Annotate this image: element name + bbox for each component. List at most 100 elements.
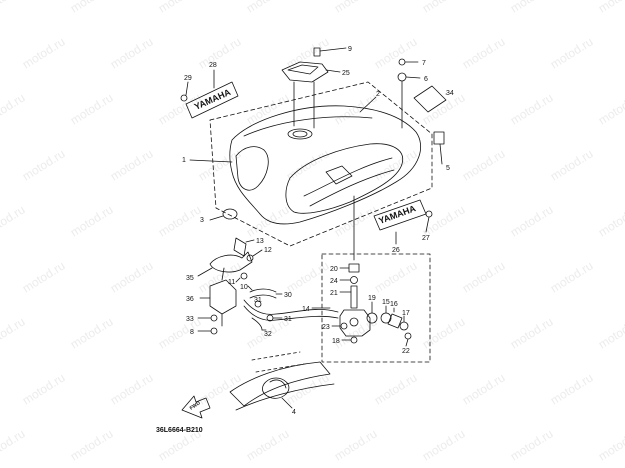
leader-25	[325, 69, 341, 73]
fuel-hose-30	[249, 288, 277, 293]
fwd-arrow	[181, 395, 211, 419]
callout-2: 2	[376, 91, 380, 98]
emblem-left	[185, 81, 239, 119]
screw-27	[425, 210, 433, 218]
filler-neck-inner	[292, 130, 308, 138]
tank-stripe-1	[303, 157, 393, 197]
screw-22	[404, 332, 412, 340]
leader-27	[425, 216, 430, 233]
leader-10	[247, 285, 253, 291]
callout-17: 17	[402, 310, 410, 317]
fuel-cap	[281, 61, 329, 83]
lever-16	[387, 313, 403, 329]
cushion-5	[433, 131, 445, 145]
callout-10: 10	[240, 284, 248, 291]
fuel-hose-main	[243, 299, 339, 315]
callout-19: 19	[368, 295, 376, 302]
bracket-13	[233, 237, 247, 257]
screw-8	[210, 327, 218, 335]
fuel-hose-30-b	[249, 294, 277, 299]
oring-18	[350, 336, 358, 344]
lever-seal-15	[380, 312, 392, 324]
fuel-tank	[229, 105, 421, 225]
callout-20: 20	[330, 266, 338, 273]
filter-inlet	[221, 267, 225, 281]
leader-11	[235, 277, 241, 283]
leader-4	[281, 397, 293, 409]
leader-1	[189, 159, 233, 163]
screw-9	[313, 47, 321, 57]
callout-18: 18	[332, 338, 340, 345]
petcock-body	[339, 309, 371, 337]
strap-4	[262, 377, 290, 399]
callout-34: 34	[446, 90, 454, 97]
leader-6	[405, 76, 421, 79]
emblem-right-text: YAMAHA	[377, 203, 417, 226]
callout-31b: 31	[284, 316, 292, 323]
oring-23	[340, 322, 348, 330]
tank-stripe-2	[309, 169, 395, 207]
leader-3	[209, 215, 224, 221]
tank-knee-pad	[235, 146, 269, 191]
callout-32: 32	[264, 331, 272, 338]
screw-29	[180, 94, 188, 102]
leader-22	[405, 338, 409, 347]
fuel-hose-main-b	[243, 305, 339, 321]
fwd-arrow-label: FWD	[189, 400, 202, 412]
callout-27: 27	[422, 235, 430, 242]
clip-31a	[254, 300, 262, 308]
callout-16: 16	[390, 301, 398, 308]
callout-36: 36	[186, 296, 194, 303]
leader-5	[439, 143, 443, 165]
callout-23: 23	[322, 324, 330, 331]
callout-9: 9	[348, 46, 352, 53]
callout-29: 29	[184, 75, 192, 82]
callout-35: 35	[186, 275, 194, 282]
callout-1: 1	[182, 157, 186, 164]
callout-7: 7	[422, 60, 426, 67]
callout-11: 11	[228, 279, 235, 286]
leader-29	[185, 81, 189, 96]
callout-33: 33	[186, 316, 194, 323]
leader-9	[319, 47, 347, 52]
callout-25: 25	[342, 70, 350, 77]
grommet-3	[222, 208, 238, 220]
callout-15: 15	[382, 299, 390, 306]
tank-side-panel	[285, 143, 404, 214]
diagram-code: 36L6664-B210	[156, 427, 203, 434]
callout-31a: 31	[254, 297, 262, 304]
frame-tube	[229, 361, 331, 407]
gasket-19	[366, 312, 378, 324]
fuel-cap-lid	[287, 64, 319, 75]
clamp-11	[240, 272, 248, 280]
leader-2	[359, 96, 377, 113]
grommet-6	[397, 72, 407, 82]
callout-14: 14	[302, 306, 310, 313]
callout-5: 5	[446, 165, 450, 172]
tank-top-line	[243, 116, 373, 137]
callout-24: 24	[330, 278, 338, 285]
callout-12: 12	[264, 247, 272, 254]
petcock-20-cap	[348, 263, 360, 273]
petcock-bore	[349, 317, 359, 327]
strap-4-b	[269, 379, 287, 389]
frame-tube-lower	[235, 383, 335, 411]
tank-assembly-outline	[209, 81, 433, 247]
frame-dashed-lines	[251, 351, 305, 373]
callout-8: 8	[190, 329, 194, 336]
plate-17	[399, 321, 409, 331]
callout-26: 26	[392, 247, 400, 254]
callout-13: 13	[256, 238, 264, 245]
tank-stripe-3	[325, 165, 353, 185]
petcock-assembly-outline	[321, 253, 431, 363]
leader-12	[252, 249, 263, 257]
leader-35	[197, 267, 213, 277]
callout-4: 4	[292, 409, 296, 416]
filler-neck	[287, 128, 313, 140]
callout-28: 28	[209, 62, 217, 69]
oring-24	[350, 276, 358, 284]
hose-32	[251, 317, 263, 331]
callout-22: 22	[402, 348, 410, 355]
